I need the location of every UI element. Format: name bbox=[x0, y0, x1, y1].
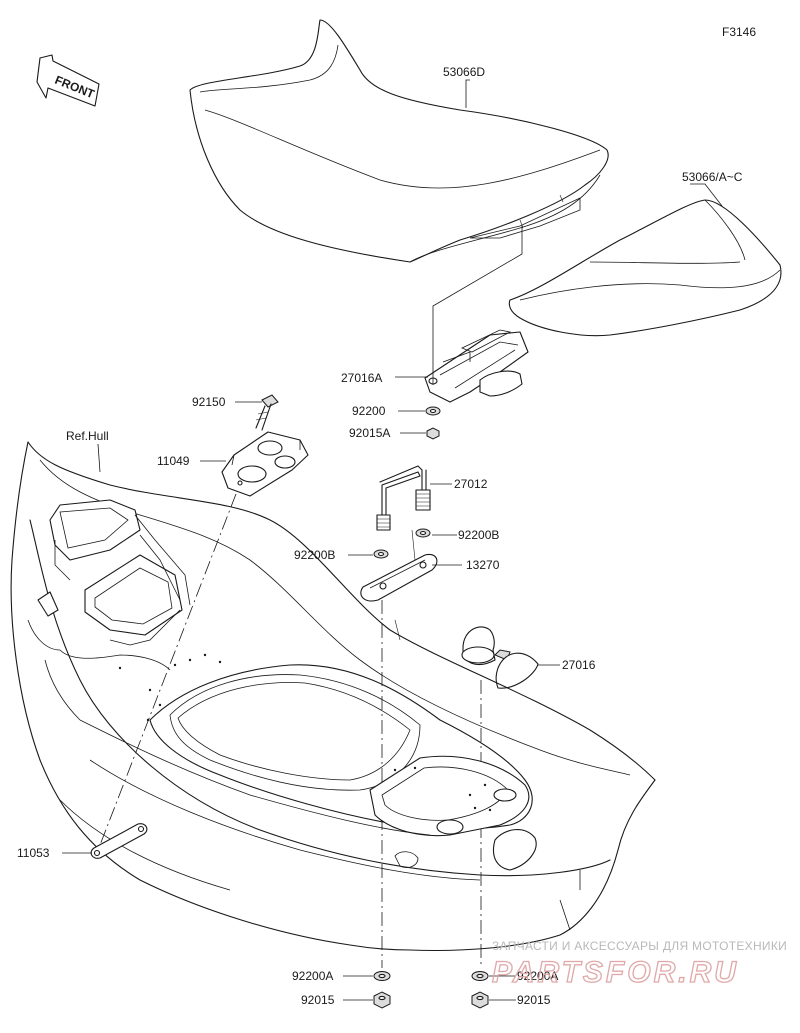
label-11049: 11049 bbox=[157, 454, 190, 468]
label-53066-a-c: 53066/A~C bbox=[682, 170, 743, 184]
figure-id: F3146 bbox=[722, 25, 756, 39]
label-53066d: 53066D bbox=[443, 65, 485, 79]
hook-27016 bbox=[461, 626, 539, 689]
watermark-tagline: ЗАПЧАСТИ И АКСЕССУАРЫ ДЛЯ МОТОТЕХНИКИ bbox=[492, 939, 787, 953]
strap-11053 bbox=[90, 823, 148, 859]
front-arrow-icon: FRONT bbox=[36, 54, 100, 107]
label-92015-left: 92015 bbox=[301, 993, 335, 1007]
hull bbox=[10, 441, 656, 952]
label-92200b-left: 92200B bbox=[294, 548, 335, 562]
label-27016: 27016 bbox=[562, 658, 596, 672]
label-13270: 13270 bbox=[466, 558, 500, 572]
bracket-11049 bbox=[221, 431, 309, 497]
label-27016a: 27016A bbox=[341, 371, 382, 385]
plate-13270 bbox=[360, 553, 438, 602]
label-92200a-left: 92200A bbox=[292, 969, 333, 983]
label-92200a-right: 92200A bbox=[517, 969, 558, 983]
label-92150: 92150 bbox=[192, 395, 226, 409]
label-ref-hull: Ref.Hull bbox=[66, 429, 109, 443]
seat-latch bbox=[424, 329, 529, 403]
label-92015a: 92015A bbox=[349, 426, 390, 440]
u-bolt-27012 bbox=[376, 465, 431, 531]
front-seat bbox=[189, 19, 609, 263]
label-27012: 27012 bbox=[454, 477, 488, 491]
rear-seat bbox=[508, 199, 782, 337]
label-92200: 92200 bbox=[352, 404, 386, 418]
nut-92015a bbox=[426, 427, 440, 440]
label-11053: 11053 bbox=[17, 846, 50, 860]
label-92200b-right: 92200B bbox=[458, 528, 499, 542]
nut-92015-right bbox=[471, 991, 489, 1009]
bolt-92150 bbox=[255, 394, 279, 431]
watermark-logo: PARTSFOR.RU bbox=[492, 956, 739, 989]
label-92015-right: 92015 bbox=[517, 993, 551, 1007]
nut-92015-left bbox=[373, 991, 391, 1009]
